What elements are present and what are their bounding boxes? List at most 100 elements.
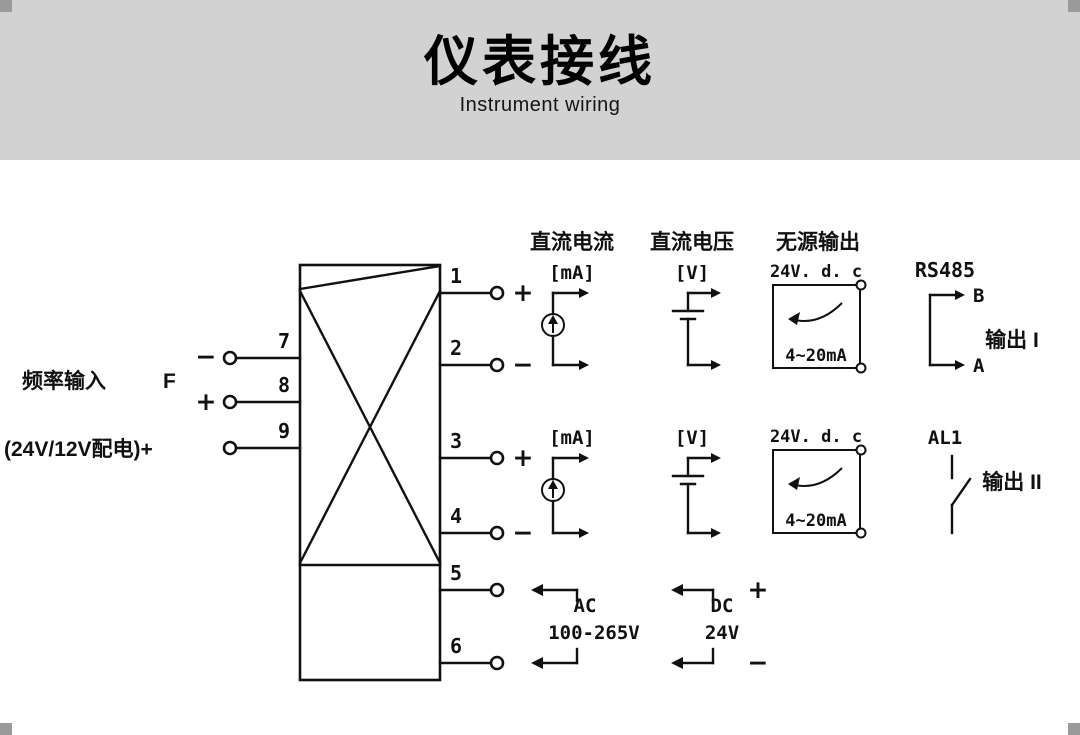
isolation-diagonal — [298, 264, 442, 291]
terminal-6-circle — [489, 655, 505, 671]
terminal-1-polarity: + — [513, 278, 534, 307]
terminal-2-label: 2 — [450, 336, 462, 360]
right-arrow-icon — [955, 290, 965, 300]
passive-output-box-1: 4~20mA — [772, 279, 867, 374]
rs485-header: RS485 — [915, 258, 975, 282]
ac-power-bracket: AC 100-265V — [531, 584, 640, 669]
right-arrow-icon — [579, 360, 589, 370]
relay-contact-symbol — [950, 454, 972, 535]
terminal-3-polarity: + — [513, 443, 534, 472]
terminal-9-circle — [222, 440, 238, 456]
ma-unit-label-1: [mA] — [549, 262, 595, 284]
dc-current-header: 直流电流 — [530, 230, 614, 254]
terminal-4-label: 4 — [450, 504, 462, 528]
al1-label: AL1 — [928, 427, 962, 449]
range-label-2: 4~20mA — [785, 511, 846, 531]
dc-minus-sign: − — [748, 648, 769, 677]
passive-terminal-circle — [855, 527, 867, 539]
loop-arrowhead-icon — [788, 477, 800, 490]
freq-plus-sign: + — [196, 387, 217, 416]
right-arrow-icon — [711, 528, 721, 538]
terminal-8-circle — [222, 394, 238, 410]
terminal-2-polarity: − — [513, 350, 534, 379]
header-banner: 仪表接线 Instrument wiring — [0, 0, 1080, 160]
dc-power-bracket: DC 24V — [671, 584, 739, 669]
terminal-6-label: 6 — [450, 634, 462, 658]
passive-box-outline — [772, 449, 861, 534]
output-1-label: 输出 I — [985, 328, 1039, 352]
rs485-a-label: A — [973, 355, 985, 377]
page-subtitle: Instrument wiring — [459, 93, 621, 116]
isolation-diagonal — [298, 289, 442, 565]
dc-voltage-source-symbol-1 — [671, 288, 721, 370]
left-arrow-icon — [531, 584, 543, 596]
right-arrow-icon — [579, 288, 589, 298]
dc-current-source-symbol-2 — [541, 453, 589, 538]
passive-terminal-circle — [855, 362, 867, 374]
terminal-7-label: 7 — [278, 329, 290, 353]
v-unit-label-2: [V] — [675, 427, 709, 449]
dc-volt-label: 24V — [705, 622, 739, 644]
dc-voltage-header: 直流电压 — [650, 230, 734, 254]
right-arrow-icon — [711, 288, 721, 298]
freq-minus-sign: − — [196, 342, 217, 371]
frequency-input-label: 频率输入 — [22, 369, 106, 393]
right-arrow-icon — [711, 453, 721, 463]
terminal-7-circle — [222, 350, 238, 366]
right-arrow-icon — [579, 528, 589, 538]
ac-range-label: 100-265V — [548, 622, 640, 644]
dc-plus-sign: + — [748, 575, 769, 604]
passive-box-outline — [772, 284, 861, 369]
terminal-8-label: 8 — [278, 373, 290, 397]
output-terminals: 1 2 3 4 5 6 + − + − — [438, 264, 534, 671]
page-title: 仪表接线 — [424, 32, 656, 92]
up-arrow-icon — [548, 315, 558, 324]
terminal-4-polarity: − — [513, 518, 534, 547]
corner-artifact — [1068, 0, 1080, 12]
left-arrow-icon — [671, 657, 683, 669]
contact-blade — [950, 477, 972, 507]
power-supply-row: AC 100-265V DC 24V + − — [531, 575, 768, 677]
left-arrow-icon — [531, 657, 543, 669]
terminal-5-label: 5 — [450, 561, 462, 585]
isolator-box-outline — [298, 263, 442, 682]
passive-24v-label-1: 24V. d. c — [770, 262, 862, 282]
corner-artifact — [0, 0, 12, 12]
loop-arrow — [790, 302, 843, 322]
range-label-1: 4~20mA — [785, 346, 846, 366]
passive-output-box-2: 4~20mA — [772, 444, 867, 539]
isolator-box — [298, 263, 442, 682]
dc-label: DC — [711, 595, 734, 617]
output-1-row: [mA] [V] 24V. d. c — [541, 262, 1039, 377]
passive-output-header: 无源输出 — [776, 230, 860, 254]
loop-arrowhead-icon — [788, 312, 800, 325]
loop-arrow — [790, 467, 843, 487]
terminal-2-circle — [489, 357, 505, 373]
terminal-3-label: 3 — [450, 429, 462, 453]
rs485-symbol: B A — [928, 285, 985, 377]
column-headers: 直流电流 直流电压 无源输出 RS485 — [530, 230, 975, 282]
ma-unit-label-2: [mA] — [549, 427, 595, 449]
terminal-9-label: 9 — [278, 419, 290, 443]
corner-artifact — [1068, 723, 1080, 735]
passive-terminal-circle — [855, 279, 867, 291]
corner-artifact — [0, 723, 12, 735]
frequency-input-group: 频率输入 F − + (24V/12V配电)+ 7 8 9 — [4, 329, 302, 461]
left-arrow-icon — [671, 584, 683, 596]
frequency-symbol: F — [163, 370, 176, 393]
output-2-label: 输出 II — [982, 470, 1042, 494]
terminal-5-circle — [489, 582, 505, 598]
dc-voltage-source-symbol-2 — [671, 453, 721, 538]
right-arrow-icon — [579, 453, 589, 463]
v-unit-label-1: [V] — [675, 262, 709, 284]
terminal-3-circle — [489, 450, 505, 466]
rs485-b-label: B — [973, 285, 984, 307]
output-2-row: [mA] [V] 24V. d. c — [541, 427, 1042, 539]
terminal-1-label: 1 — [450, 264, 462, 288]
terminal-4-circle — [489, 525, 505, 541]
terminal-1-circle — [489, 285, 505, 301]
up-arrow-icon — [548, 480, 558, 489]
right-arrow-icon — [711, 360, 721, 370]
passive-terminal-circle — [855, 444, 867, 456]
wiring-diagram: 频率输入 F − + (24V/12V配电)+ 7 8 9 1 2 3 4 5 … — [4, 230, 1042, 682]
